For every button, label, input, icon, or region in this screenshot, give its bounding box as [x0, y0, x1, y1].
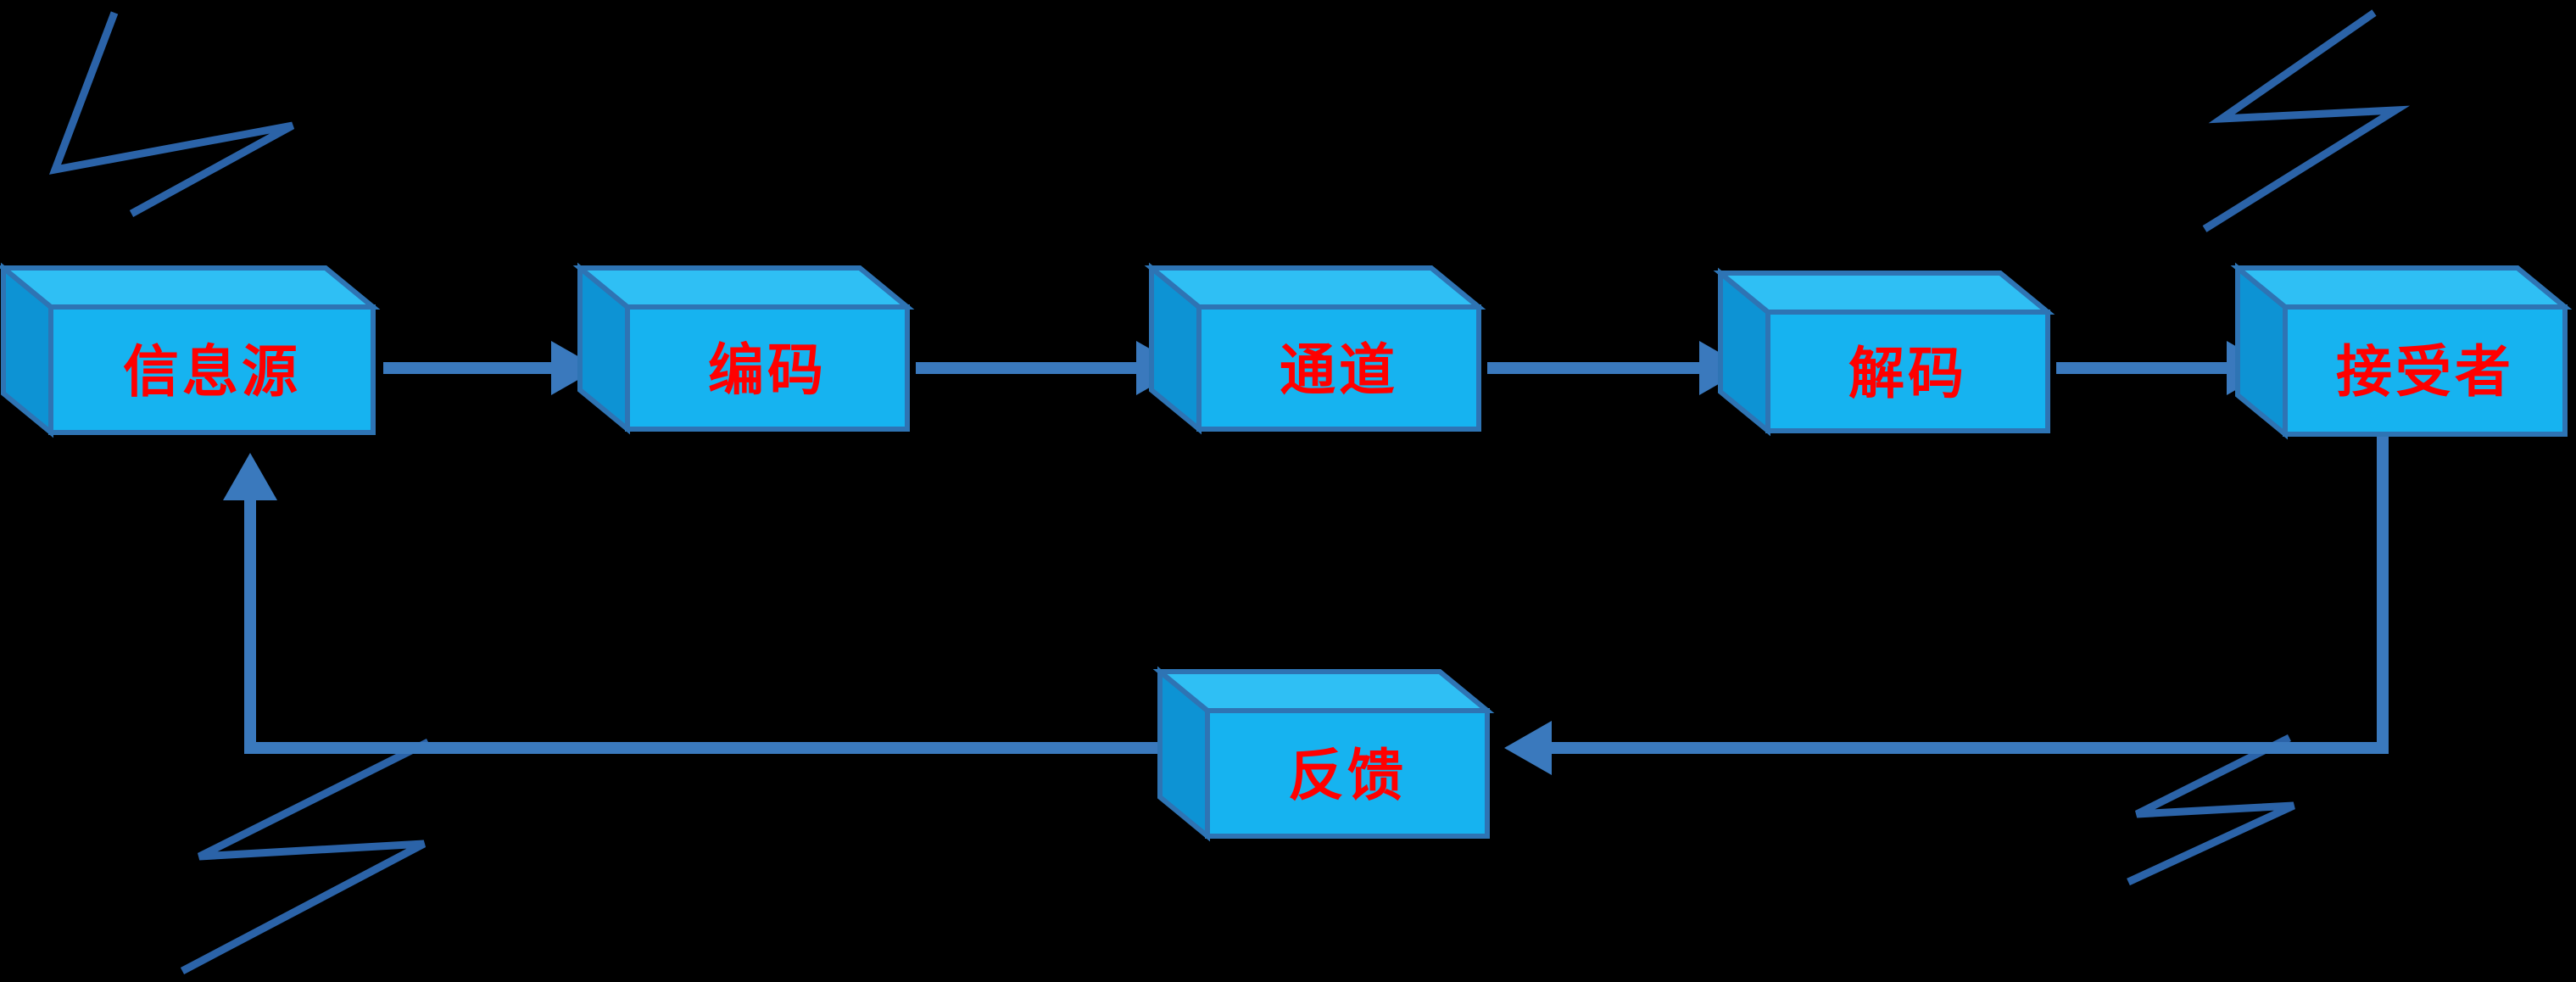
cube-top-face	[1713, 271, 2055, 315]
node-encoder: 编码	[572, 262, 915, 435]
cube-top-face	[1144, 265, 1486, 310]
edge-line	[1552, 434, 2389, 754]
node-receiver: 接受者	[2230, 262, 2573, 440]
arrowhead-right-icon	[551, 341, 599, 395]
arrowhead-left-icon	[1504, 721, 1552, 775]
noise-zigzag-icon	[2127, 734, 2295, 886]
arrowhead-up-icon	[223, 453, 277, 500]
cube-front-face	[1205, 708, 1490, 839]
cube-top-face	[2230, 265, 2573, 310]
edge-receiver-to-feedback	[1504, 434, 2389, 775]
node-label: 接受者	[2336, 340, 2514, 403]
noise-zigzag-icon	[2202, 9, 2411, 232]
node-feedback: 反馈	[1152, 666, 1495, 842]
node-label: 通道	[1280, 338, 1398, 401]
node-label: 反馈	[1288, 744, 1407, 806]
cube-front-face	[48, 304, 376, 435]
node-decoder: 解码	[1713, 267, 2055, 437]
edge-line	[244, 500, 1160, 754]
cube-front-face	[1765, 310, 2050, 433]
cube-front-face	[1196, 304, 1481, 432]
cube-top-face	[1152, 669, 1495, 713]
edge-feedback-to-source	[223, 453, 1160, 754]
node-channel: 通道	[1144, 262, 1486, 435]
edge-source-to-encoder	[383, 341, 599, 395]
node-label: 编码	[708, 338, 827, 401]
cube-top-face	[572, 265, 915, 310]
node-label: 解码	[1848, 342, 1967, 405]
node-label: 信息源	[123, 340, 301, 403]
cube-top-face	[0, 265, 381, 310]
cube-front-face	[625, 304, 910, 432]
noise-zigzag-icon	[180, 738, 431, 974]
node-source: 信息源	[0, 262, 381, 438]
cube-front-face	[2283, 304, 2568, 437]
noise-zigzag-icon	[48, 11, 295, 217]
